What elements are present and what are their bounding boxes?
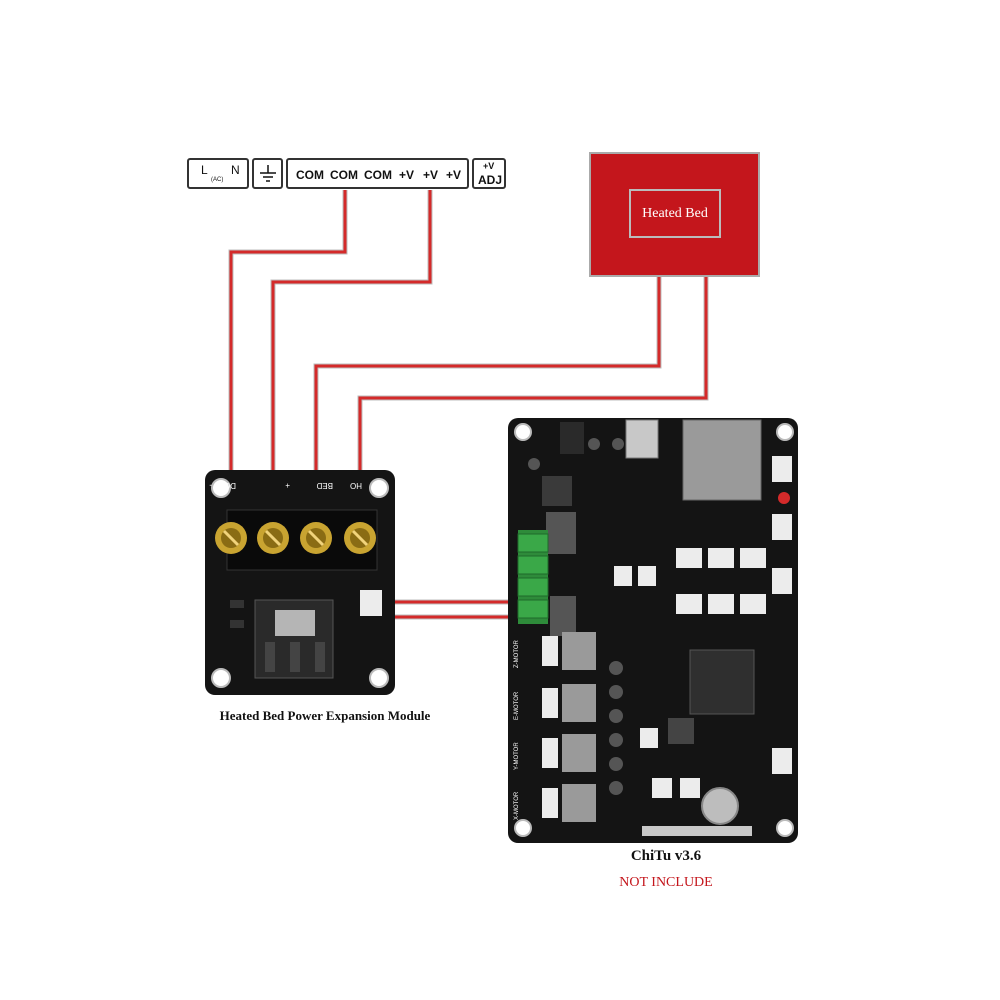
white-connectors xyxy=(614,456,792,798)
psu-adj-bottom: ADJ xyxy=(478,173,503,187)
board-label-e-motor: E-MOTOR xyxy=(514,691,520,720)
psu-ac-label: (AC) xyxy=(211,177,224,183)
sd-card-slot xyxy=(682,419,762,501)
wire-com-to-dc-minus xyxy=(228,190,348,508)
wire-v-to-dc-plus xyxy=(270,190,433,508)
psu-v-2: +V xyxy=(423,168,439,182)
psu-com-3: COM xyxy=(364,168,392,182)
psu-adj-label: +V ADJ xyxy=(472,158,506,189)
psu-neutral-label: N xyxy=(231,163,240,177)
board-label-x-motor: X-MOTOR xyxy=(514,791,520,820)
board-caption: ChiTu v3.6 xyxy=(630,848,702,864)
chitu-board xyxy=(508,418,798,843)
psu-com-1: COM xyxy=(296,168,324,182)
green-terminal-block xyxy=(517,530,549,624)
psu-output-label: COM COM COM +V +V +V xyxy=(286,158,469,189)
motor-connectors xyxy=(542,636,558,818)
module-terminal-ho: HO xyxy=(350,481,362,490)
buzzer xyxy=(701,787,739,825)
expansion-module xyxy=(205,470,395,695)
mcu-chip xyxy=(689,649,755,715)
module-caption: Heated Bed Power Expansion Module xyxy=(219,708,431,723)
board-note: NOT INCLUDE xyxy=(619,875,713,890)
board-label-z-motor: Z-MOTOR xyxy=(514,640,520,668)
stepper-drivers xyxy=(562,632,596,822)
psu-com-2: COM xyxy=(330,168,358,182)
psu-v-1: +V xyxy=(399,168,415,182)
module-terminal-dc-in: DC IN - xyxy=(209,481,236,490)
heated-bed: Heated Bed xyxy=(589,152,760,277)
psu-live-label: L xyxy=(201,163,208,177)
board-label-y-motor: Y-MOTOR xyxy=(514,742,520,770)
heated-bed-label-box: Heated Bed xyxy=(629,189,721,238)
heated-bed-label: Heated Bed xyxy=(642,205,708,221)
module-terminal-plus: + xyxy=(285,481,290,490)
psu-ground-label xyxy=(252,158,283,189)
module-terminal-bed: BED xyxy=(316,481,333,490)
psu-adj-top: +V xyxy=(483,161,495,171)
mounting-holes xyxy=(211,478,389,688)
board-mounting-holes xyxy=(514,423,794,837)
ground-icon xyxy=(259,164,276,182)
psu-v-3: +V xyxy=(446,168,462,182)
terminal-screws xyxy=(215,522,376,554)
psu-ac-input-label: L (AC) N xyxy=(187,158,249,189)
